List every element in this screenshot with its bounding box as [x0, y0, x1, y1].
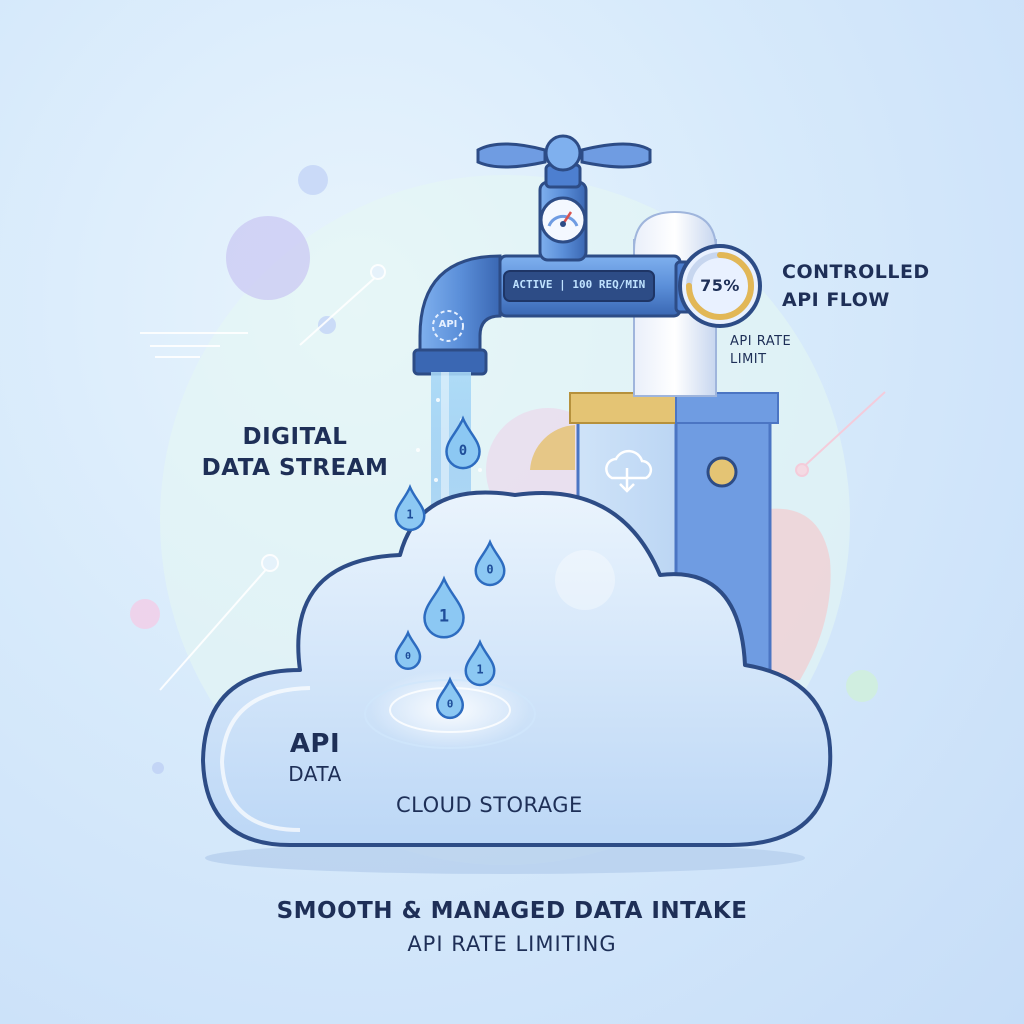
rate-limit-small-line-1: API RATE	[730, 334, 792, 349]
tower-knob	[706, 456, 738, 488]
api-data-line-1: API	[289, 729, 341, 759]
droplet-group: 0 1 0 1 0 1 0	[394, 415, 506, 720]
gauge-icon	[539, 196, 587, 244]
valve-progress-arc	[686, 252, 754, 320]
data-droplet	[394, 483, 426, 532]
status-display-panel	[503, 270, 655, 302]
cloud-download-icon	[605, 449, 653, 493]
data-droplet	[445, 415, 481, 470]
api-data-label: API DATA	[260, 728, 370, 788]
data-droplet	[423, 575, 465, 639]
controlled-flow-line-1: CONTROLLED	[782, 261, 930, 283]
cloud-storage-label: CLOUD STORAGE	[396, 793, 583, 817]
data-droplet	[474, 538, 506, 587]
valve-percent-text: 75%	[700, 276, 740, 295]
api-badge-text: API	[438, 319, 458, 330]
cloud-storage	[201, 490, 833, 874]
footer-title: SMOOTH & MANAGED DATA INTAKE	[276, 898, 748, 924]
droplet-binary-glyph: 0	[405, 651, 411, 662]
rate-limit-small-label: API RATE LIMIT	[730, 333, 791, 369]
droplet-binary-glyph: 1	[406, 508, 413, 522]
rate-limit-valve[interactable]	[674, 244, 762, 328]
footer-subtitle: API RATE LIMITING	[407, 932, 617, 956]
data-droplet	[394, 629, 422, 671]
droplet-binary-glyph: 1	[476, 663, 483, 677]
faucet	[412, 134, 682, 376]
controlled-flow-label: CONTROLLED API FLOW	[782, 258, 930, 314]
droplet-binary-glyph: 1	[439, 607, 449, 627]
droplet-binary-glyph: 0	[486, 563, 493, 577]
controlled-flow-line-2: API FLOW	[782, 289, 890, 311]
status-display-text: ACTIVE | 100 REQ/MIN	[512, 278, 646, 291]
droplet-binary-glyph: 0	[447, 698, 454, 711]
cloud-shape	[201, 490, 833, 847]
faucet-handle[interactable]	[476, 134, 652, 172]
data-droplet	[464, 638, 496, 687]
rate-limit-small-line-2: LIMIT	[730, 352, 767, 367]
droplet-binary-glyph: 0	[459, 443, 467, 459]
data-droplet	[435, 676, 465, 720]
digital-data-stream-line-1: DIGITAL	[242, 424, 348, 450]
api-data-line-2: DATA	[288, 762, 342, 786]
api-badge	[432, 310, 464, 342]
digital-data-stream-line-2: DATA STREAM	[201, 455, 389, 481]
digital-data-stream-label: DIGITAL DATA STREAM	[190, 422, 400, 484]
